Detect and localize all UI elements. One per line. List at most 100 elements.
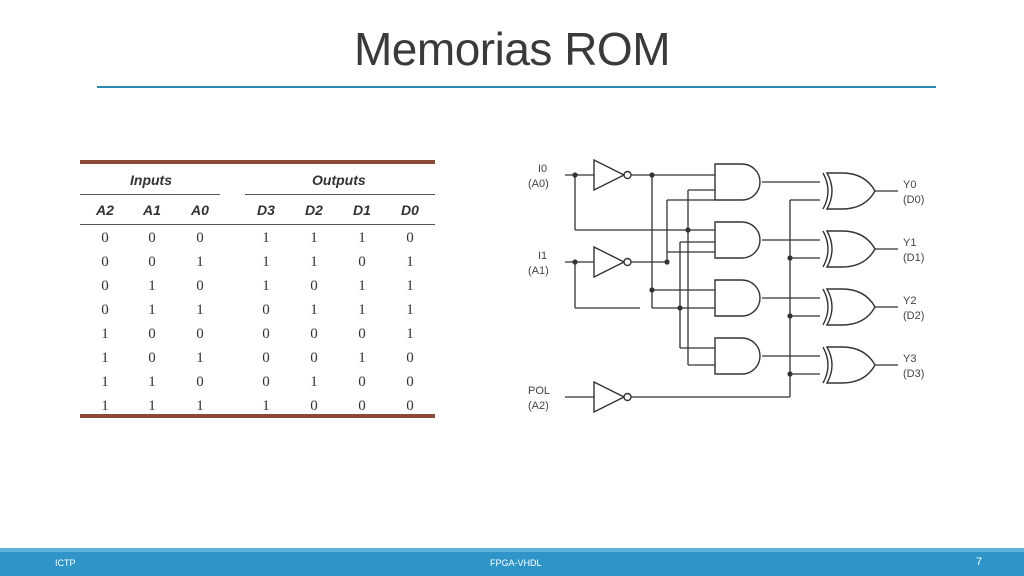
table-top-rule <box>80 160 435 164</box>
table-cell: 1 <box>148 398 156 414</box>
table-cell: 1 <box>310 302 318 318</box>
table-cell: 0 <box>262 326 270 342</box>
table-cell: 0 <box>148 350 156 366</box>
input-alias-a0: (A0) <box>528 178 549 190</box>
table-cell: 1 <box>262 398 270 414</box>
table-cell: 0 <box>358 326 366 342</box>
footer-bar: ICTP FPGA-VHDL 7 <box>0 548 1024 576</box>
input-alias-a2: (A2) <box>528 400 549 412</box>
col-header-d2: D2 <box>305 202 323 218</box>
xor-gate-1 <box>822 172 876 210</box>
header-rule <box>80 224 435 225</box>
table-cell: 1 <box>358 278 366 294</box>
and-gate-4 <box>714 337 761 375</box>
output-alias-d1: (D1) <box>903 252 924 264</box>
output-label-y3: Y3 <box>903 353 916 365</box>
table-cell: 1 <box>262 230 270 246</box>
table-cell: 1 <box>101 350 109 366</box>
table-cell: 0 <box>262 302 270 318</box>
footer-left-text: ICTP <box>55 558 76 568</box>
table-cell: 1 <box>196 302 204 318</box>
table-cell: 0 <box>148 254 156 270</box>
table-cell: 1 <box>406 302 414 318</box>
table-cell: 1 <box>262 278 270 294</box>
output-alias-d3: (D3) <box>903 368 924 380</box>
inputs-group-header: Inputs <box>130 172 172 188</box>
table-cell: 0 <box>101 278 109 294</box>
table-cell: 0 <box>310 398 318 414</box>
table-cell: 1 <box>196 254 204 270</box>
title-divider <box>97 86 936 88</box>
col-header-d0: D0 <box>401 202 419 218</box>
table-cell: 0 <box>101 254 109 270</box>
input-label-i1: I1 <box>538 250 547 262</box>
table-cell: 1 <box>196 398 204 414</box>
table-cell: 1 <box>101 326 109 342</box>
output-alias-d2: (D2) <box>903 310 924 322</box>
col-header-a1: A1 <box>143 202 161 218</box>
input-label-i0: I0 <box>538 163 547 175</box>
output-label-y1: Y1 <box>903 237 916 249</box>
table-cell: 0 <box>101 230 109 246</box>
table-cell: 1 <box>148 374 156 390</box>
table-cell: 0 <box>196 278 204 294</box>
table-cell: 0 <box>310 350 318 366</box>
table-cell: 0 <box>358 254 366 270</box>
table-cell: 0 <box>406 350 414 366</box>
table-cell: 1 <box>310 374 318 390</box>
table-cell: 1 <box>406 254 414 270</box>
inverter-i1 <box>593 245 632 279</box>
table-cell: 0 <box>262 350 270 366</box>
footer-accent-strip <box>0 548 1024 552</box>
table-cell: 0 <box>196 326 204 342</box>
table-cell: 1 <box>148 302 156 318</box>
outputs-group-rule <box>245 194 435 195</box>
table-cell: 0 <box>148 326 156 342</box>
table-cell: 0 <box>101 302 109 318</box>
table-cell: 1 <box>101 398 109 414</box>
page-number: 7 <box>976 556 983 568</box>
table-cell: 1 <box>310 230 318 246</box>
table-cell: 0 <box>310 326 318 342</box>
table-cell: 1 <box>358 302 366 318</box>
input-label-pol: POL <box>528 385 550 397</box>
inputs-group-rule <box>80 194 220 195</box>
outputs-group-header: Outputs <box>312 172 366 188</box>
table-cell: 0 <box>196 230 204 246</box>
footer-center-text: FPGA-VHDL <box>490 558 542 568</box>
table-cell: 0 <box>310 278 318 294</box>
xor-gate-3 <box>822 288 876 326</box>
output-label-y2: Y2 <box>903 295 916 307</box>
table-cell: 0 <box>358 374 366 390</box>
xor-gate-4 <box>822 346 876 384</box>
table-cell: 1 <box>310 254 318 270</box>
table-cell: 1 <box>101 374 109 390</box>
inverter-pol <box>593 380 632 414</box>
xor-gate-2 <box>822 230 876 268</box>
table-cell: 1 <box>358 230 366 246</box>
table-cell: 0 <box>262 374 270 390</box>
table-bottom-rule <box>80 414 435 418</box>
table-cell: 1 <box>196 350 204 366</box>
table-cell: 1 <box>358 350 366 366</box>
table-cell: 0 <box>406 398 414 414</box>
table-cell: 1 <box>406 326 414 342</box>
col-header-d3: D3 <box>257 202 275 218</box>
table-cell: 0 <box>148 230 156 246</box>
table-cell: 1 <box>406 278 414 294</box>
and-gate-1 <box>714 163 761 201</box>
and-gate-2 <box>714 221 761 259</box>
table-cell: 0 <box>406 374 414 390</box>
table-cell: 1 <box>148 278 156 294</box>
and-gate-3 <box>714 279 761 317</box>
slide-title: Memorias ROM <box>353 23 671 75</box>
rom-logic-circuit: I0 (A0) I1 (A1) POL (A2) Y0 (D0) Y1 (D1)… <box>528 158 924 414</box>
table-cell: 0 <box>406 230 414 246</box>
output-label-y0: Y0 <box>903 179 916 191</box>
output-alias-d0: (D0) <box>903 194 924 206</box>
col-header-a0: A0 <box>191 202 209 218</box>
table-cell: 1 <box>262 254 270 270</box>
col-header-d1: D1 <box>353 202 371 218</box>
table-cell: 0 <box>358 398 366 414</box>
